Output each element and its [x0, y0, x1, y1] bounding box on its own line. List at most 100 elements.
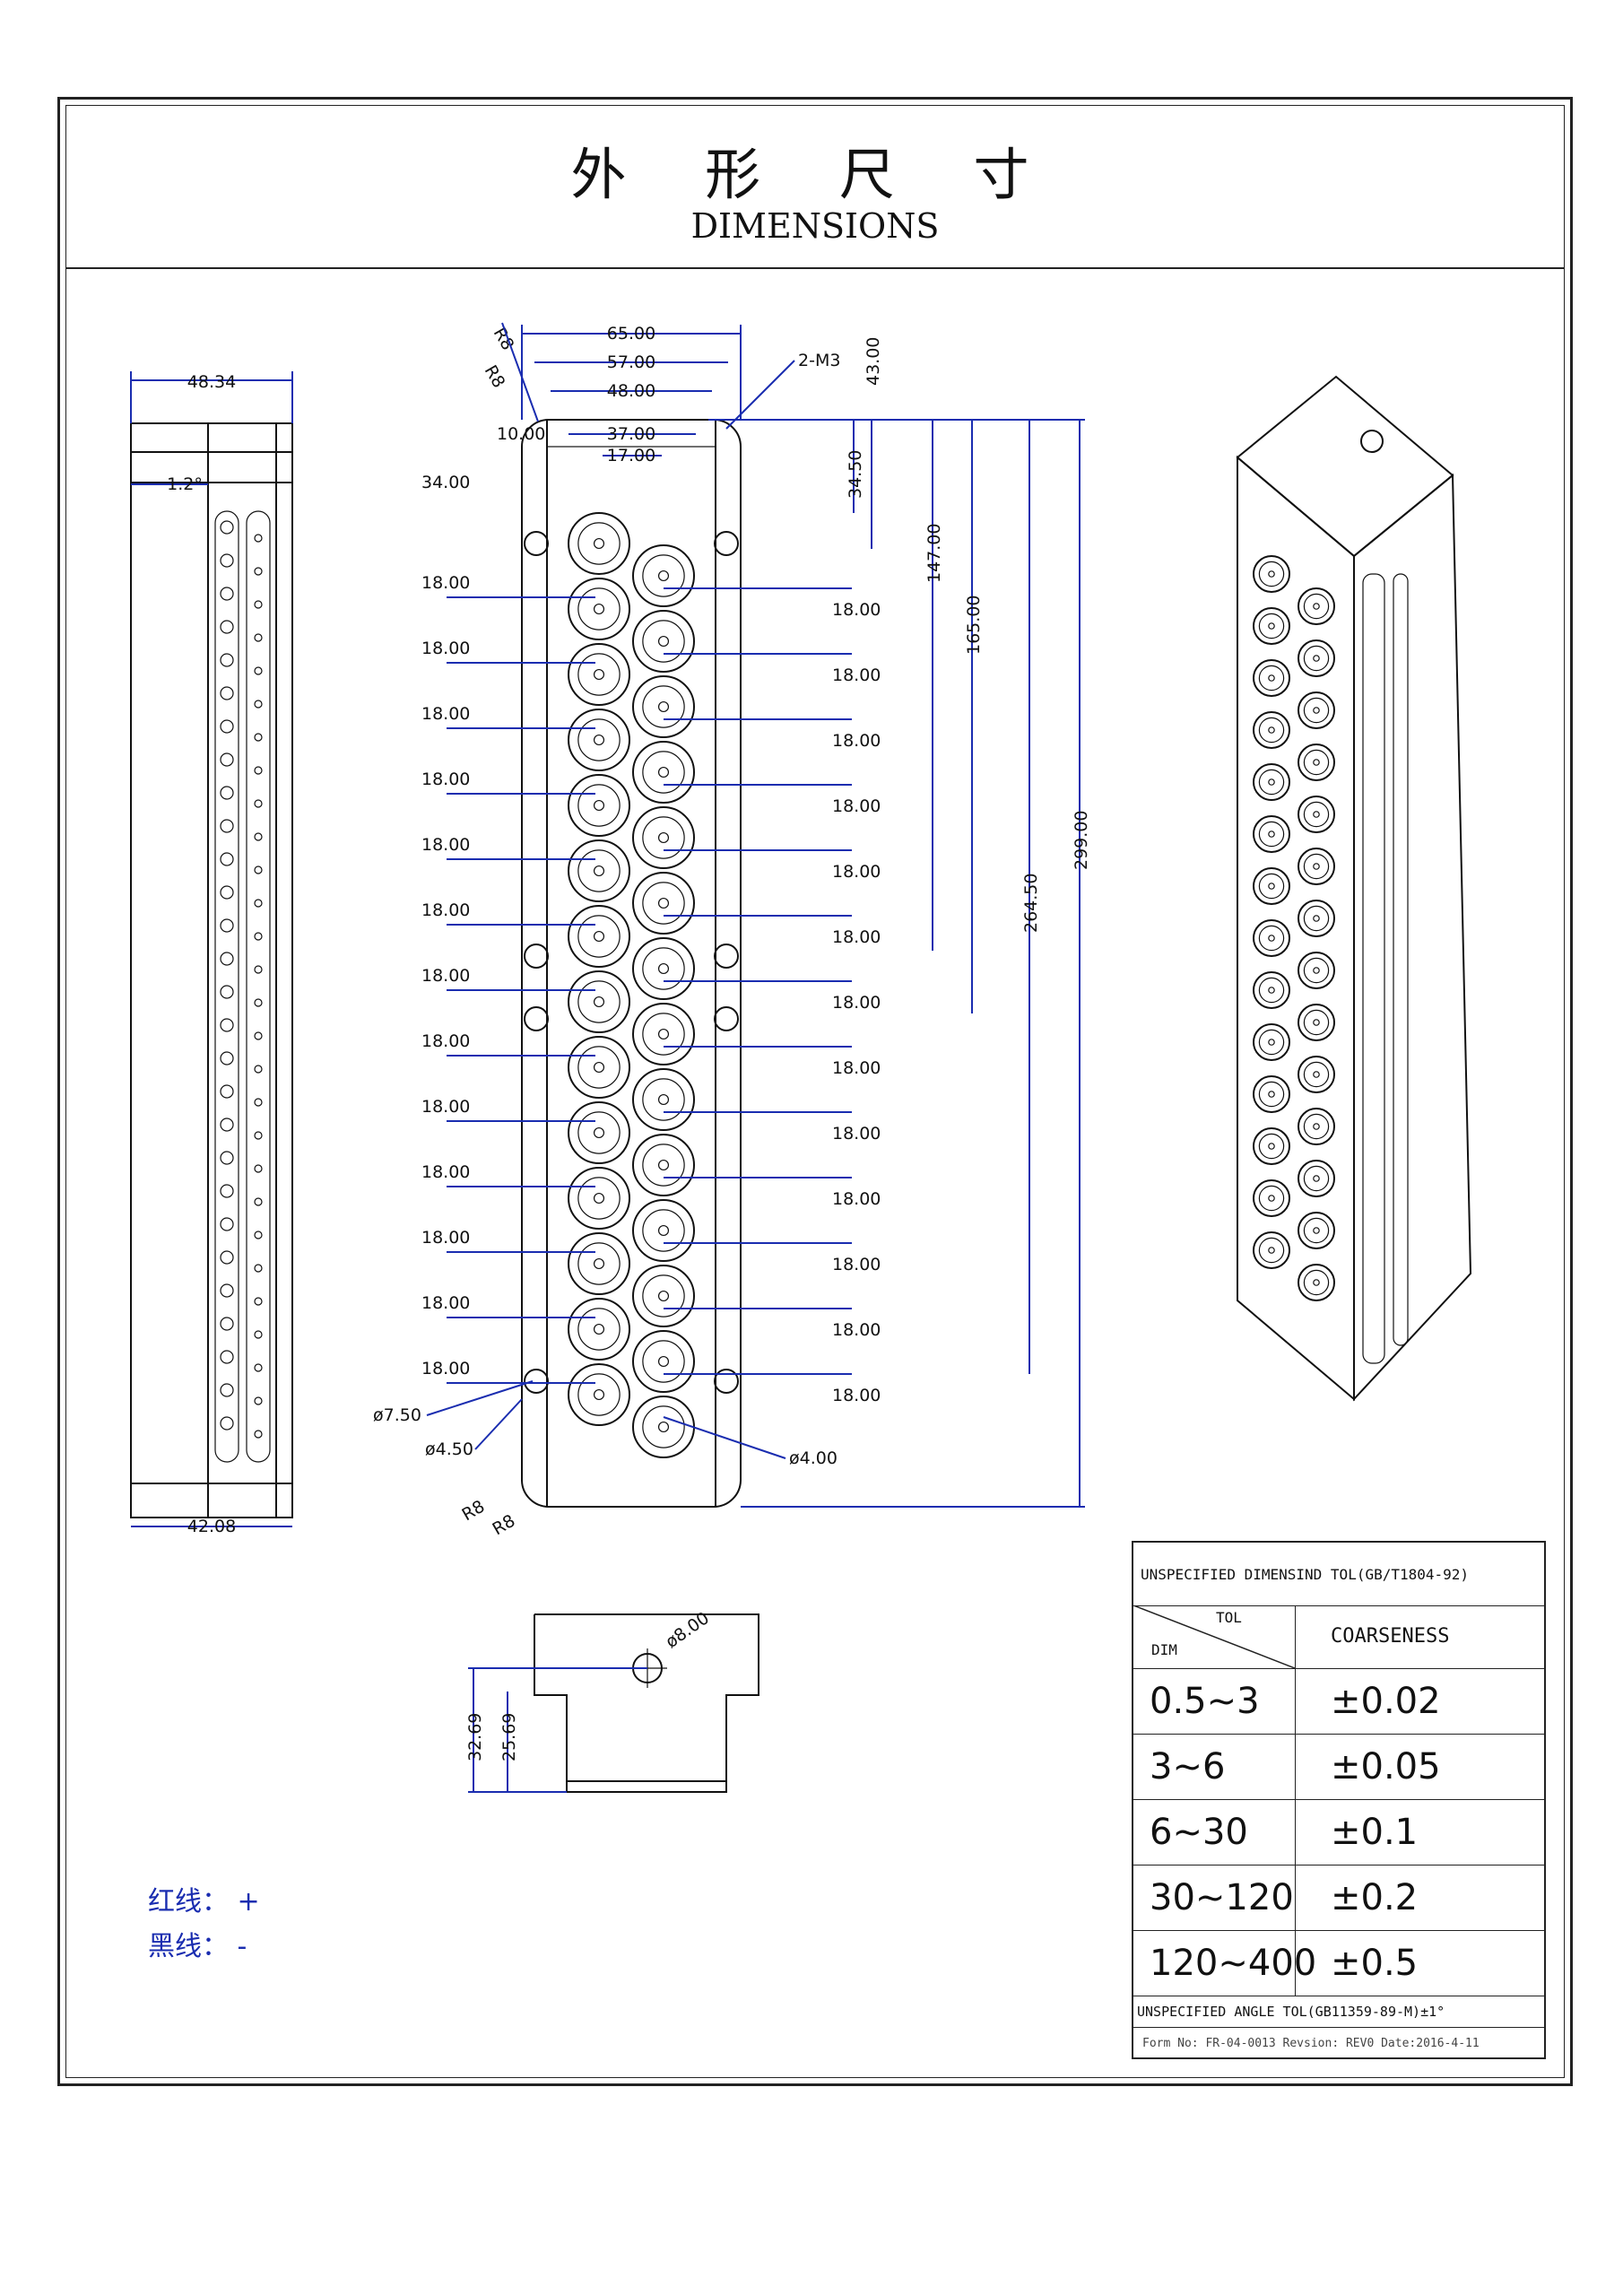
- connector-circle: [632, 1199, 695, 1262]
- connector-circle: [632, 1265, 695, 1327]
- dim-165: 165.00: [964, 596, 984, 655]
- mount-hole: [714, 531, 739, 556]
- pitch-label-left: 18.00: [421, 573, 470, 593]
- front-view-connectors: [524, 512, 739, 1458]
- tol-row: 30~120±0.2: [1133, 1865, 1544, 1931]
- connector-circle: [1298, 1004, 1335, 1041]
- side-bottom-width: 42.08: [187, 1517, 236, 1536]
- tol-header-tol: TOL: [1216, 1609, 1242, 1626]
- tol-value: ±0.02: [1331, 1680, 1441, 1722]
- drawing-frame: 外 形 尺 寸 DIMENSIONS: [65, 105, 1565, 2078]
- pitch-label-right: 18.00: [832, 993, 881, 1013]
- pitch-label-left: 18.00: [421, 900, 470, 920]
- pitch-label-left: 18.00: [421, 1359, 470, 1378]
- connector-circle: [1253, 919, 1290, 957]
- tol-dim-range: 6~30: [1150, 1811, 1248, 1853]
- connector-circle: [568, 512, 630, 575]
- connector-circle: [1253, 1075, 1290, 1113]
- iso-top-face: [1236, 375, 1454, 558]
- side-slot-right: [246, 510, 271, 1463]
- tol-title-row: UNSPECIFIED DIMENSIND TOL(GB/T1804-92): [1133, 1543, 1544, 1606]
- dim-34-5: 34.50: [846, 450, 865, 499]
- mount-hole: [714, 1006, 739, 1031]
- connector-circle: [1298, 639, 1335, 677]
- pitch-label-left: 18.00: [421, 1097, 470, 1117]
- pitch-label-right: 18.00: [832, 862, 881, 882]
- tol-dim-range: 0.5~3: [1150, 1680, 1260, 1722]
- bottom-view-outline: [534, 1613, 759, 1793]
- tol-row: 3~6±0.05: [1133, 1734, 1544, 1800]
- connector-circle: [1298, 848, 1335, 885]
- connector-circle: [632, 937, 695, 1000]
- mount-hole: [524, 531, 549, 556]
- tol-dim-range: 3~6: [1150, 1745, 1226, 1787]
- connector-circle: [632, 544, 695, 607]
- connector-circle: [1253, 1127, 1290, 1165]
- side-angle: 1.2°: [167, 474, 203, 494]
- right-pitch-dims: 18.00 18.00 18.00 18.00 18.00 18.00 18.00 18.00…: [664, 587, 881, 1405]
- pitch-label-left: 18.00: [421, 770, 470, 789]
- tol-value: ±0.5: [1331, 1942, 1419, 1984]
- pitch-label-left: 18.00: [421, 835, 470, 855]
- connector-circle: [1253, 607, 1290, 645]
- connector-circle: [1253, 659, 1290, 697]
- connector-circle: [568, 774, 630, 837]
- connector-circle: [1298, 796, 1335, 833]
- side-view-outline: [130, 422, 293, 1518]
- width-17: 17.00: [607, 446, 655, 465]
- bottom-dim-32-69: 32.69: [465, 1713, 485, 1761]
- side-view-holes: [220, 520, 263, 1439]
- tol-angle: UNSPECIFIED ANGLE TOL(GB11359-89-M)±1°: [1137, 2004, 1445, 2020]
- tol-form-row: Form No: FR-04-0013 Revsion: REV0 Date:2…: [1133, 2027, 1544, 2059]
- width-48: 48.00: [607, 381, 655, 401]
- hole-medium-callout: ø4.50: [425, 1439, 473, 1459]
- tol-row: 0.5~3 ±0.02: [1133, 1668, 1544, 1735]
- connector-circle: [632, 675, 695, 738]
- connector-circle: [568, 970, 630, 1033]
- pitch-label-left: 18.00: [421, 966, 470, 986]
- dim-147: 147.00: [924, 524, 944, 583]
- mount-hole: [714, 1369, 739, 1394]
- hole-small-callout: ø4.00: [789, 1448, 838, 1468]
- pitch-label-right: 18.00: [832, 796, 881, 816]
- pitch-label-right: 18.00: [832, 1255, 881, 1274]
- connector-circle: [632, 1134, 695, 1196]
- connector-circle: [1298, 952, 1335, 989]
- width-37: 37.00: [607, 424, 655, 444]
- bottom-view: ø8.00 32.69 25.69: [465, 1608, 759, 1793]
- connector-circle: [568, 1036, 630, 1099]
- mount-hole: [714, 944, 739, 969]
- connector-circle: [568, 1101, 630, 1164]
- connector-circle: [1298, 1212, 1335, 1249]
- tol-value: ±0.1: [1331, 1811, 1419, 1853]
- pitch-label-right: 18.00: [832, 665, 881, 685]
- connector-circle: [568, 1298, 630, 1361]
- pitch-label-right: 18.00: [832, 1124, 881, 1144]
- front-view-outline: [521, 419, 742, 1508]
- tol-header-row: TOL DIM COARSENESS: [1133, 1605, 1544, 1669]
- pitch-label-right: 18.00: [832, 600, 881, 620]
- thread-label: 2-M3: [798, 351, 840, 370]
- tolerance-table: UNSPECIFIED DIMENSIND TOL(GB/T1804-92) T…: [1132, 1541, 1546, 2059]
- front-view: 65.00 57.00 48.00 37.00 17.00 R8 R8 2-M3…: [373, 322, 1091, 1539]
- side-slot-left: [214, 510, 239, 1463]
- connector-circle: [1253, 1179, 1290, 1217]
- connector-circle: [1298, 587, 1335, 625]
- connector-circle: [1298, 1108, 1335, 1145]
- connector-circle: [632, 1068, 695, 1131]
- connector-circle: [1298, 744, 1335, 781]
- dim-43: 43.00: [864, 337, 883, 386]
- connector-circle: [1253, 971, 1290, 1009]
- pitch-label-right: 18.00: [832, 1058, 881, 1078]
- connector-circle: [1253, 867, 1290, 905]
- tol-dim-range: 120~400: [1150, 1942, 1317, 1984]
- tol-form: Form No: FR-04-0013 Revsion: REV0 Date:2…: [1142, 2036, 1480, 2050]
- mount-hole: [524, 1369, 549, 1394]
- iso-side-face: [1353, 473, 1472, 1402]
- connector-circle: [1253, 815, 1290, 853]
- pitch-label-left: 18.00: [421, 639, 470, 658]
- connector-circle: [632, 872, 695, 935]
- dim-299: 299.00: [1072, 811, 1091, 870]
- tol-title: UNSPECIFIED DIMENSIND TOL(GB/T1804-92): [1141, 1565, 1470, 1583]
